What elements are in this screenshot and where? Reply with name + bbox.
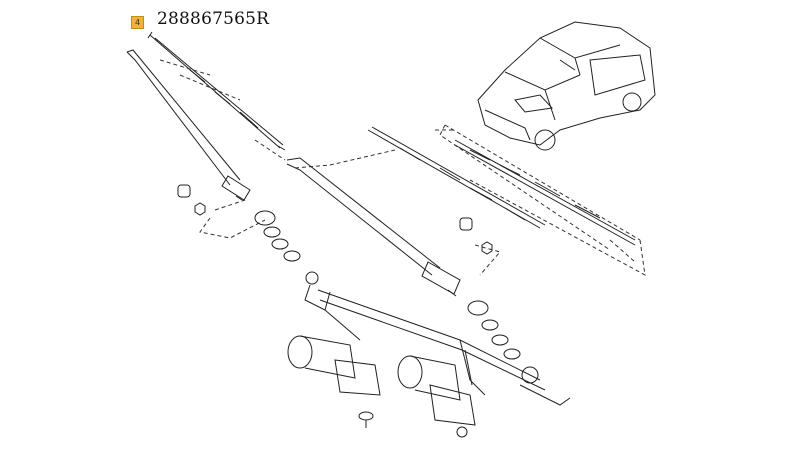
- left-wiper-blade[interactable]: [147, 31, 286, 151]
- vehicle-thumbnail: [477, 21, 656, 151]
- nut-right[interactable]: [459, 217, 493, 255]
- callout-badge[interactable]: 4: [131, 16, 144, 29]
- left-wiper-arm[interactable]: [126, 49, 251, 201]
- wiper-motor-left[interactable]: [287, 335, 381, 396]
- part-number-label: 288867565R: [157, 9, 270, 29]
- nut-left[interactable]: [177, 184, 206, 216]
- right-wiper-blade[interactable]: [367, 126, 546, 229]
- wiper-motor-right[interactable]: [397, 355, 476, 438]
- washer-stack-right[interactable]: [467, 300, 521, 360]
- dashed-guides: [159, 59, 646, 276]
- washer-stack-left[interactable]: [254, 210, 301, 262]
- mounting-bolt[interactable]: [358, 411, 374, 428]
- long-wiper-blade[interactable]: [454, 139, 636, 246]
- wiper-linkage[interactable]: [304, 271, 571, 406]
- center-wiper-arm[interactable]: [286, 157, 461, 297]
